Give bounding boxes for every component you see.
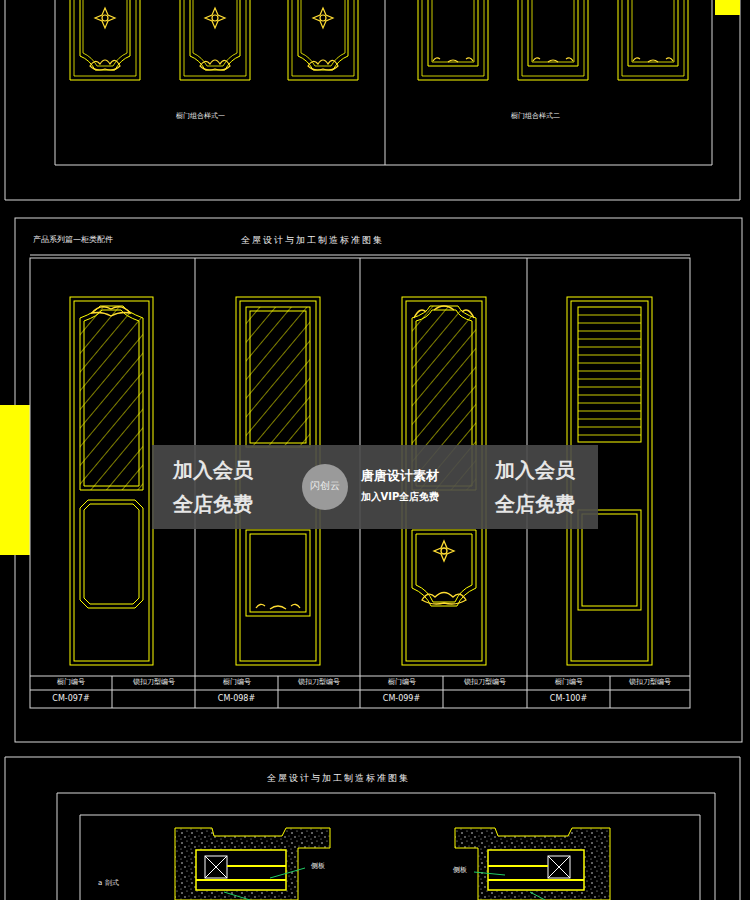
- watermark-text: 加入会员: [173, 459, 253, 482]
- table-header: 锁扣刀型编号: [629, 679, 671, 686]
- door-set-one: [70, 0, 358, 80]
- part-name: 侧板: [311, 862, 325, 870]
- watermark: [152, 445, 598, 529]
- section-left: [175, 828, 330, 900]
- section-right: [455, 828, 610, 900]
- door-cm097: [70, 297, 153, 665]
- bottom-panel: [5, 757, 740, 900]
- table-header: 橱门编号: [57, 679, 85, 686]
- table-header: 锁扣刀型编号: [464, 679, 506, 686]
- series-title: 产品系列篇—柜类配件: [33, 235, 113, 244]
- yellow-tab: [715, 0, 740, 15]
- style-caption: 橱门组合样式二: [511, 112, 560, 120]
- sheet-title: 全屋设计与加工制造标准图集: [241, 235, 384, 245]
- door-code: CM-099#: [383, 694, 420, 703]
- watermark-logo: 闪创云: [310, 480, 340, 492]
- sheet-title: 全屋设计与加工制造标准图集: [267, 773, 410, 783]
- watermark-text: 全店免费: [173, 493, 253, 516]
- door-code: CM-098#: [218, 694, 255, 703]
- door-code: CM-100#: [550, 694, 587, 703]
- table-header: 锁扣刀型编号: [298, 679, 340, 686]
- table-header: 锁扣刀型编号: [133, 679, 175, 686]
- door-code: CM-097#: [52, 694, 89, 703]
- watermark-text: 唐唐设计素材: [361, 469, 439, 484]
- watermark-text: 加入VIP全店免费: [361, 491, 440, 503]
- top-panel: [5, 0, 740, 200]
- part-name: 侧板: [453, 866, 467, 874]
- style-caption: 橱门组合样式一: [176, 112, 225, 120]
- door-set-two: [418, 0, 688, 80]
- table-header: 橱门编号: [223, 679, 251, 686]
- middle-panel: [15, 218, 742, 742]
- section-note: a 剖式: [98, 879, 119, 887]
- table-header: 橱门编号: [555, 679, 583, 686]
- table-header: 橱门编号: [388, 679, 416, 686]
- middle-inner-frame: [30, 255, 690, 708]
- watermark-text: 全店免费: [495, 493, 575, 516]
- yellow-tab: [0, 405, 30, 555]
- watermark-text: 加入会员: [495, 459, 575, 482]
